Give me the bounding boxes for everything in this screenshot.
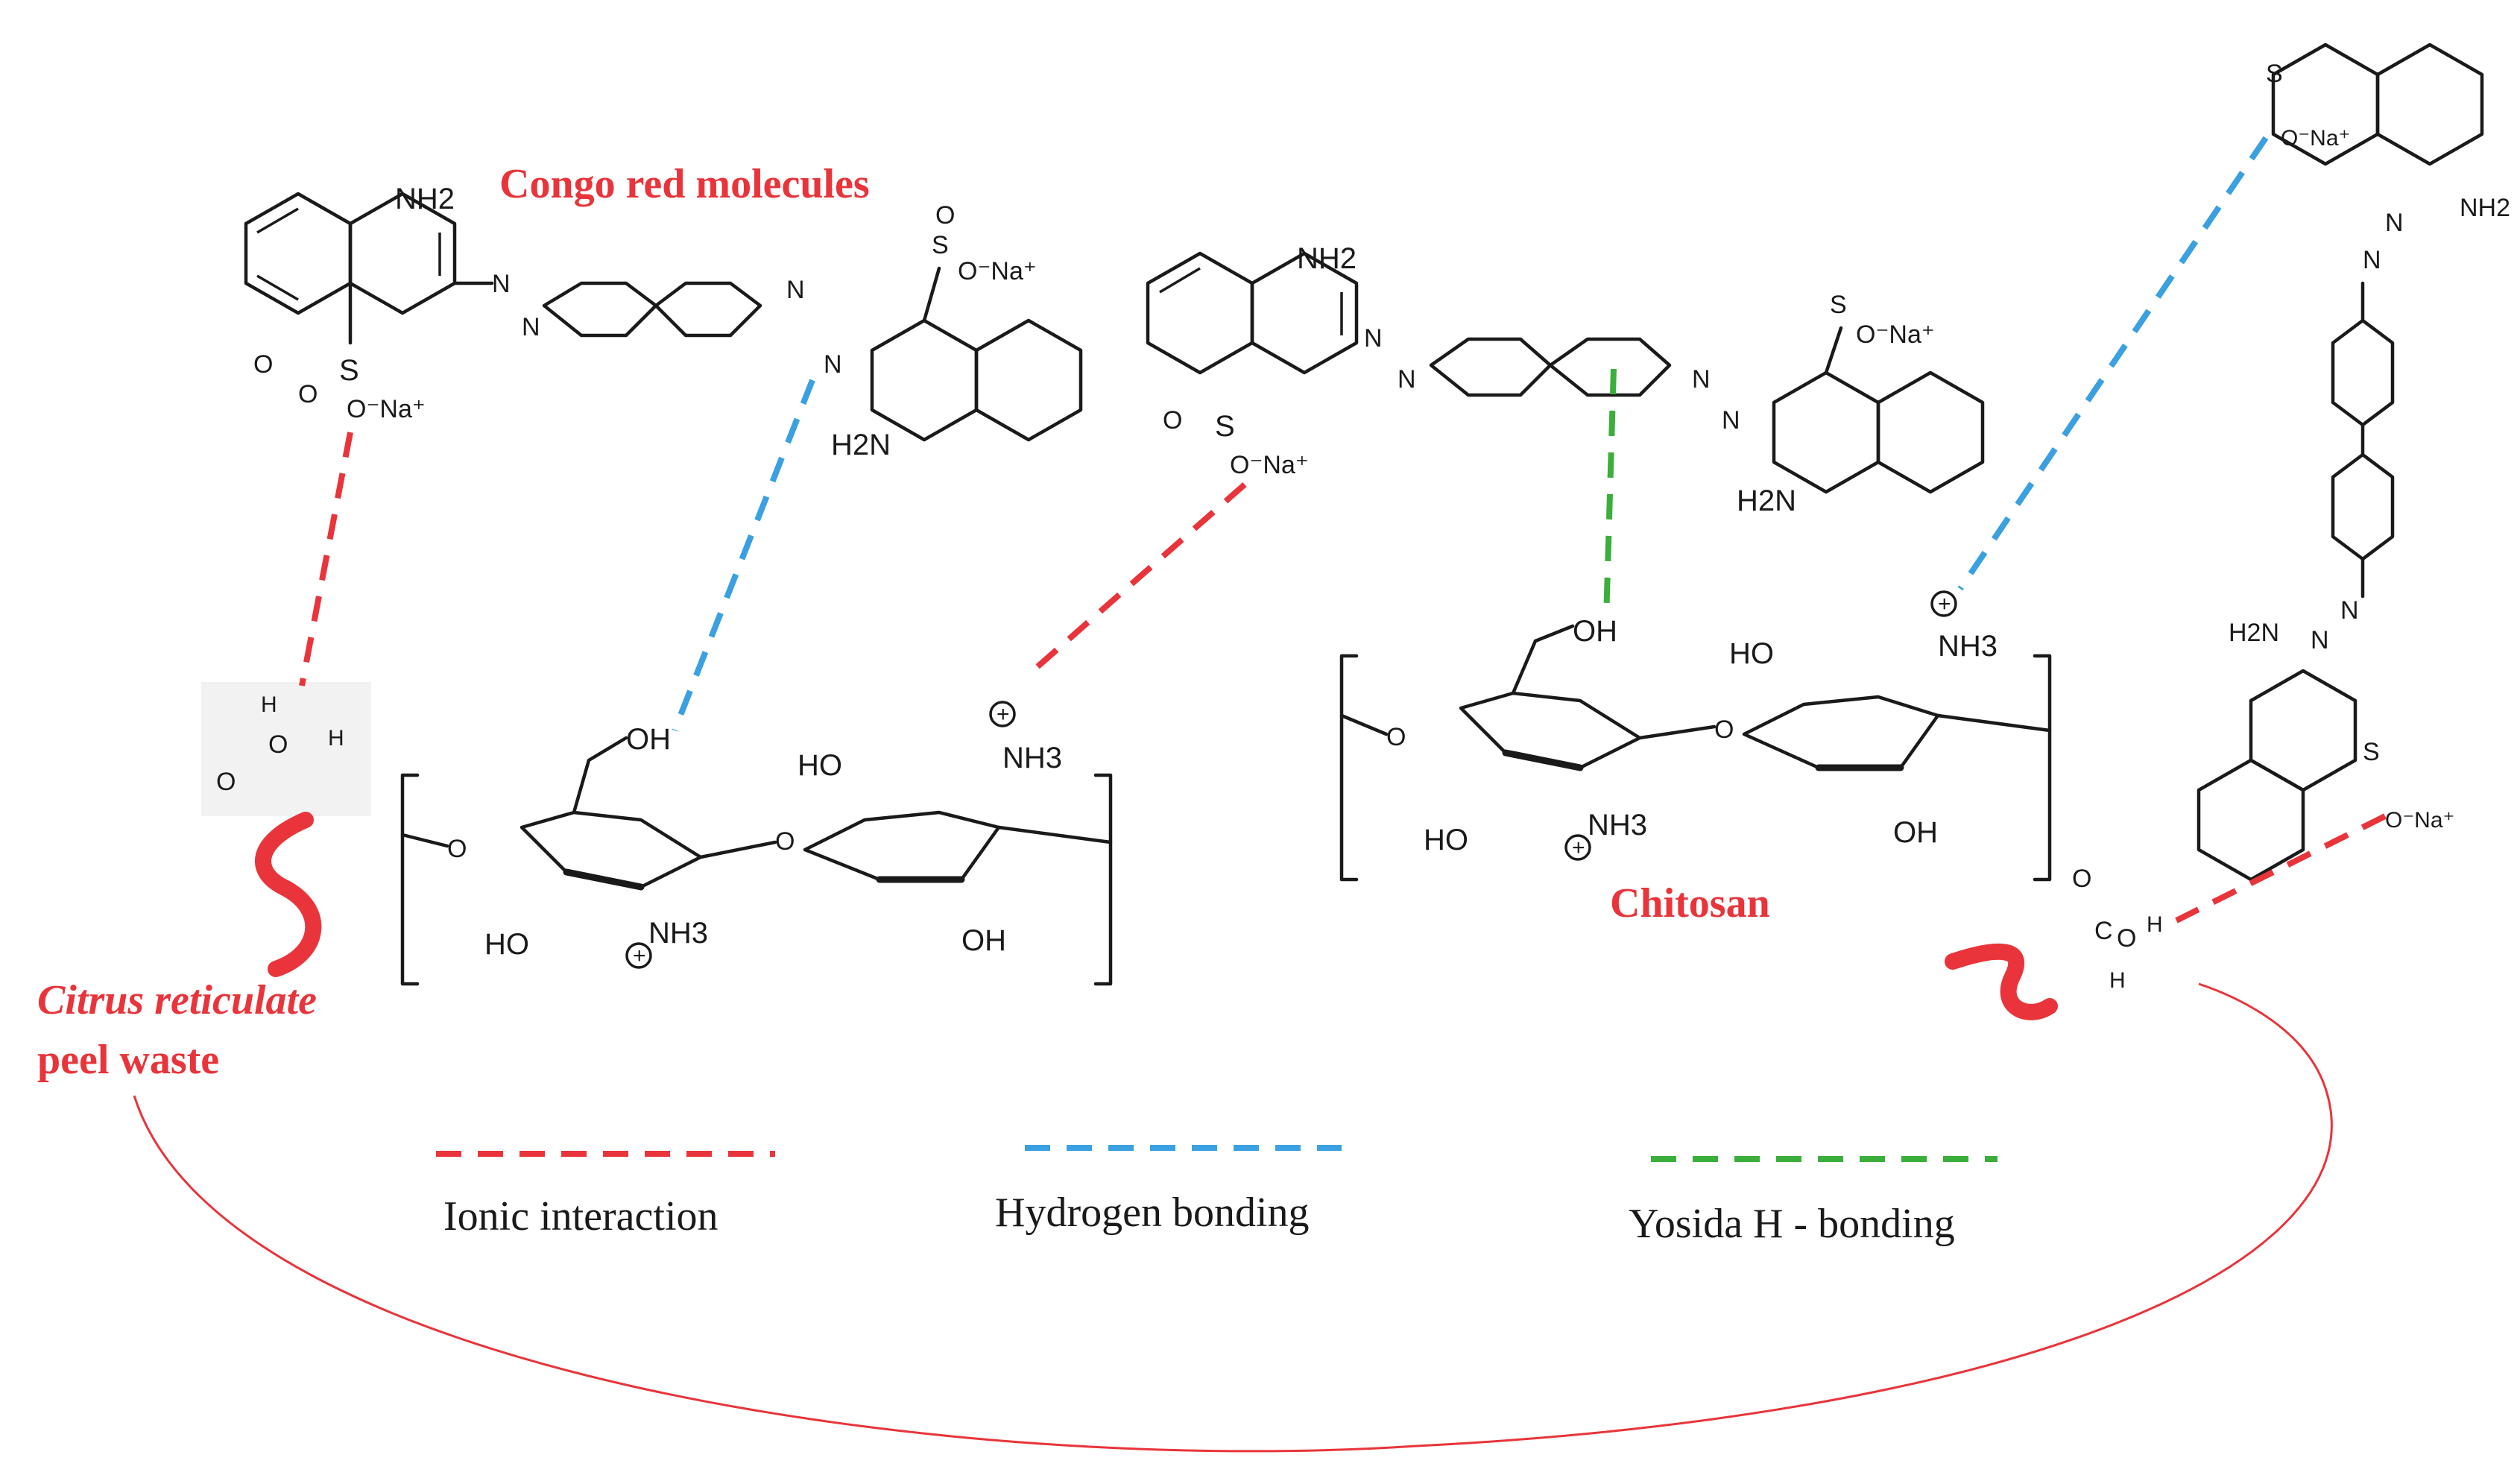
o-label: O: [298, 380, 318, 408]
oh-label: OH: [1893, 816, 1938, 849]
s-label: S: [2266, 60, 2283, 88]
nh3-label: NH3: [1588, 809, 1647, 842]
o-label: O: [1714, 716, 1734, 744]
chitosan-unit-1: O OH HO NH3 + O HO NH3 + OH: [400, 701, 1113, 986]
plus-label: +: [633, 944, 646, 968]
h2n-label: H2N: [831, 429, 891, 461]
na-label: O⁻Na⁺: [1856, 321, 1935, 349]
ho-label: HO: [1729, 637, 1774, 670]
chitosan-label: Chitosan: [1610, 880, 1770, 926]
ho-label: HO: [1424, 824, 1468, 856]
oh-label: OH: [1573, 615, 1617, 648]
ionic-interaction-line: [299, 432, 353, 686]
n-label: N: [2363, 246, 2381, 274]
congo-red-molecule-2: NH2 O S O⁻Na⁺ N N N N S O⁻Na⁺ H2N: [1146, 242, 1985, 517]
s-label: S: [339, 354, 359, 387]
n-label: N: [1398, 365, 1416, 394]
congo-red-molecule-1: NH2 O O S O⁻Na⁺ N N N N S O⁻Na⁺ O H2N: [244, 183, 1083, 461]
o-label: O: [1386, 723, 1406, 751]
hydrogen-bond-line: [1957, 136, 2269, 591]
s-label: S: [2363, 738, 2380, 766]
congo-red-label: Congo red molecules: [499, 161, 870, 207]
s-label: S: [932, 231, 949, 259]
na-label: O⁻Na⁺: [958, 257, 1037, 285]
n-label: N: [1722, 406, 1740, 435]
citrus-label-line2: peel waste: [37, 1037, 219, 1083]
peel-chain-icon: [255, 812, 322, 977]
n-label: N: [824, 350, 842, 379]
ho-label: HO: [484, 928, 529, 961]
n-label: N: [2311, 626, 2329, 654]
o-label: O: [2072, 865, 2091, 893]
interaction-lines: [299, 136, 2387, 923]
oh-label: OH: [961, 924, 1006, 957]
chitosan-unit-2: O OH HO NH3 + O HO NH3 + OH: [1339, 590, 2052, 882]
o-label: O: [253, 350, 273, 379]
o-label: O: [216, 768, 236, 796]
citrus-label-line1: Citrus reticulate: [37, 977, 317, 1023]
nh2-label: NH2: [1297, 242, 1357, 275]
c-label: C: [2094, 917, 2113, 945]
plus-charge-icon: [1564, 834, 1591, 861]
o-label: O: [935, 201, 955, 230]
plus-label: +: [1572, 836, 1585, 860]
o-label: O: [268, 730, 288, 759]
o-label: O: [2117, 924, 2136, 953]
legend-hydrogen-label: Hydrogen bonding: [995, 1190, 1310, 1236]
h-label: H: [328, 726, 344, 751]
n-label: N: [2385, 209, 2404, 237]
h2n-label: H2N: [1737, 484, 1796, 517]
nh3-label: NH3: [648, 917, 708, 950]
n-label: N: [522, 313, 540, 341]
o-label: O: [775, 827, 795, 856]
nh3-label: NH3: [1938, 630, 1998, 663]
legend: Ionic interaction Hydrogen bonding Yosid…: [436, 1145, 1998, 1247]
h-label: H: [2109, 968, 2126, 993]
hydrogen-bond-line: [672, 379, 815, 732]
h2n-label: H2N: [2229, 619, 2279, 647]
peel-chain-icon: [1945, 943, 2058, 1020]
na-label: O⁻Na⁺: [2385, 808, 2454, 833]
nh2-label: NH2: [395, 183, 455, 215]
ionic-interaction-line: [1026, 481, 1247, 678]
s-label: S: [1215, 410, 1235, 443]
n-label: N: [2340, 596, 2359, 625]
na-label: O⁻Na⁺: [2281, 126, 2350, 151]
o-label: O: [1163, 406, 1182, 435]
h-label: H: [2147, 912, 2163, 937]
nh2-label: NH2: [2460, 194, 2510, 222]
plus-label: +: [1938, 592, 1951, 616]
o-label: O: [447, 835, 467, 863]
plus-charge-icon: [625, 942, 652, 969]
s-label: S: [1830, 291, 1847, 319]
legend-ionic-label: Ionic interaction: [443, 1193, 719, 1240]
na-label: O⁻Na⁺: [347, 395, 426, 423]
n-label: N: [786, 276, 805, 304]
plus-charge-icon: [989, 701, 1016, 727]
ionic-interaction-line: [2175, 813, 2387, 923]
plus-charge-icon: [1930, 590, 1957, 617]
ho-label: HO: [798, 749, 842, 782]
n-label: N: [1692, 365, 1711, 394]
n-label: N: [492, 270, 511, 298]
citrus-peel-fragment-right: O C O H H: [1945, 865, 2163, 1020]
h-label: H: [261, 692, 277, 717]
yosida-h-bond-line: [1603, 368, 1617, 619]
n-label: N: [1364, 324, 1383, 353]
nh3-label: NH3: [1002, 742, 1062, 774]
citrus-peel-fragment-left: O O H H: [201, 682, 371, 977]
enclosing-arc: [133, 982, 2333, 1453]
legend-yosida-label: Yosida H - bonding: [1629, 1201, 1955, 1247]
plus-label: +: [997, 702, 1010, 727]
na-label: O⁻Na⁺: [1230, 451, 1309, 479]
congo-red-molecule-3: S O⁻Na⁺ NH2 N N N N H2N S O⁻Na⁺: [2197, 42, 2510, 882]
oh-label: OH: [626, 723, 671, 756]
carboxyl-group-box: [201, 682, 371, 816]
